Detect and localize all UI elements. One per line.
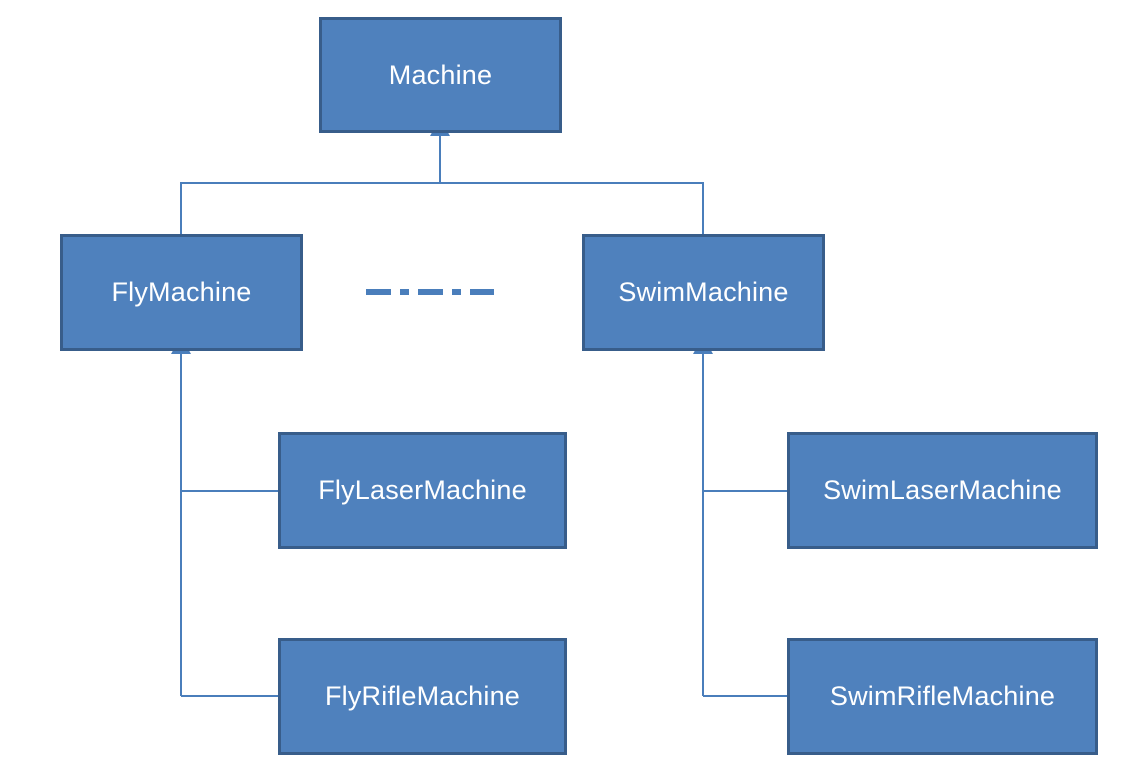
swim-laser-machine-label: SwimLaserMachine [823,475,1062,505]
swim-machine-node[interactable]: SwimMachine [582,234,825,351]
machine-connector [180,118,704,234]
fly-rifle-machine-label: FlyRifleMachine [324,681,521,711]
machine-label: Machine [388,59,493,90]
machine-node[interactable]: Machine [319,17,562,133]
swim-rifle-machine-label: SwimRifleMachine [829,681,1056,711]
fly-machine-connector [171,336,278,697]
swim-machine-label: SwimMachine [618,277,789,307]
fly-laser-machine-node[interactable]: FlyLaserMachine [278,432,567,549]
swim-machine-connector [693,336,787,697]
swim-rifle-machine-node[interactable]: SwimRifleMachine [787,638,1098,755]
fly-machine-node[interactable]: FlyMachine [60,234,303,351]
fly-machine-label: FlyMachine [111,277,252,307]
fly-rifle-machine-node[interactable]: FlyRifleMachine [278,638,567,755]
swim-laser-machine-node[interactable]: SwimLaserMachine [787,432,1098,549]
fly-laser-machine-label: FlyLaserMachine [318,475,527,505]
